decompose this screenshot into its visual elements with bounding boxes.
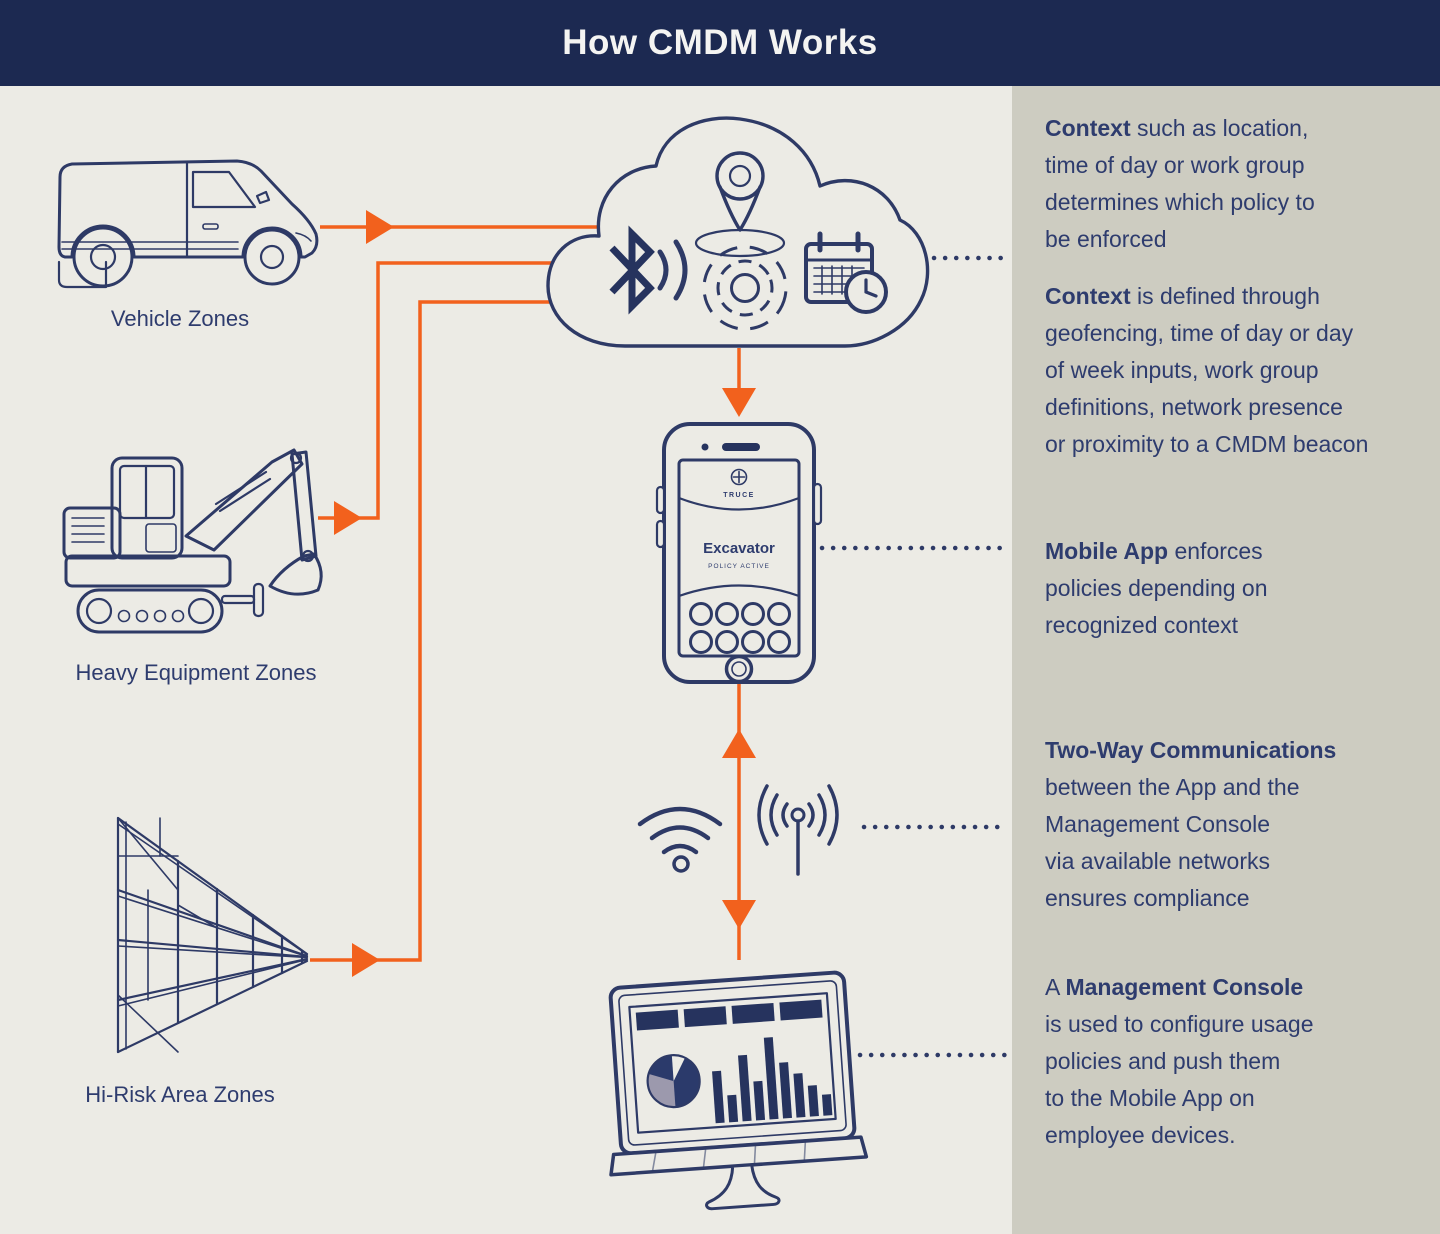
vehicle-zones-label: Vehicle Zones bbox=[110, 306, 250, 331]
vehicle-arrowhead-icon bbox=[366, 210, 394, 244]
context-definition-text: Context is defined through geofencing, t… bbox=[1045, 278, 1415, 463]
monitor-illustration bbox=[608, 970, 869, 1211]
bluetooth-icon bbox=[609, 225, 688, 315]
warehouse-illustration bbox=[116, 816, 309, 1054]
cloud-to-phone-arrow bbox=[722, 348, 756, 417]
heavy-equipment-zones-label: Heavy Equipment Zones bbox=[75, 660, 317, 685]
volume-button bbox=[655, 485, 666, 515]
mobile-app-text: Mobile App enforces policies depending o… bbox=[1045, 533, 1415, 644]
hirisk-arrowhead-icon bbox=[352, 943, 380, 977]
console-pie-chart bbox=[646, 1053, 701, 1109]
home-button bbox=[724, 654, 754, 684]
context-policy-text: Context such as location, time of day or… bbox=[1045, 110, 1415, 258]
up-arrowhead-icon bbox=[722, 729, 756, 758]
down-arrowhead-icon bbox=[722, 900, 756, 929]
text-bold-lead: Management Console bbox=[1065, 974, 1304, 1000]
two-way-communications-text: Two-Way Communications between the App a… bbox=[1045, 732, 1415, 917]
text-bold-lead: Context bbox=[1045, 115, 1131, 141]
text-body: between the App and the Management Conso… bbox=[1045, 774, 1300, 911]
van-illustration bbox=[57, 159, 319, 289]
excavator-illustration bbox=[62, 448, 323, 634]
phone-screen-title: Excavator bbox=[703, 540, 775, 557]
volume-button bbox=[655, 519, 666, 549]
monitor-bezel bbox=[609, 1135, 869, 1177]
management-console-text: A Management Console is used to configur… bbox=[1045, 969, 1415, 1154]
console-bar-chart bbox=[712, 1037, 833, 1124]
power-button bbox=[812, 482, 823, 526]
hirisk-to-cloud-line bbox=[310, 300, 550, 962]
wifi-icon bbox=[637, 806, 723, 873]
phone-screen-status: POLICY ACTIVE bbox=[708, 563, 770, 570]
equipment-arrowhead-icon bbox=[334, 501, 362, 535]
zone-to-cloud-connectors bbox=[310, 210, 598, 977]
dotted-callout-lines bbox=[819, 255, 1011, 1058]
text-prefix: A bbox=[1045, 974, 1066, 1000]
beacon-icon bbox=[702, 245, 788, 331]
down-arrowhead-icon bbox=[722, 388, 756, 417]
phone-illustration: TRUCE Excavator POLICY ACTIVE bbox=[655, 422, 823, 684]
app-grid-icons bbox=[689, 602, 791, 654]
cloud-illustration bbox=[546, 116, 930, 348]
text-body: is used to configure usage policies and … bbox=[1045, 1011, 1314, 1148]
hi-risk-area-zones-label: Hi-Risk Area Zones bbox=[85, 1082, 275, 1107]
console-nav-bar bbox=[635, 999, 823, 1031]
text-body: such as location, time of day or work gr… bbox=[1045, 115, 1315, 252]
speaker-slot-icon bbox=[722, 443, 760, 451]
phone-brand-label: TRUCE bbox=[723, 492, 755, 499]
text-bold-lead: Two-Way Communications bbox=[1045, 737, 1337, 763]
location-pin-icon bbox=[694, 151, 786, 258]
text-body: is defined through geofencing, time of d… bbox=[1045, 283, 1369, 457]
antenna-icon bbox=[757, 784, 839, 876]
truce-logo-icon bbox=[730, 468, 748, 486]
page-title: How CMDM Works bbox=[562, 23, 878, 62]
monitor-stand bbox=[705, 1163, 781, 1211]
phone-console-two-way-line bbox=[722, 684, 756, 960]
calendar-clock-icon bbox=[804, 231, 888, 314]
header-bar: How CMDM Works bbox=[0, 0, 1440, 86]
camera-dot-icon bbox=[701, 443, 709, 451]
text-body: enforces policies depending on recognize… bbox=[1045, 538, 1268, 638]
right-text-panel bbox=[1012, 86, 1440, 1234]
text-bold-lead: Mobile App bbox=[1045, 538, 1169, 564]
text-bold-lead: Context bbox=[1045, 283, 1131, 309]
